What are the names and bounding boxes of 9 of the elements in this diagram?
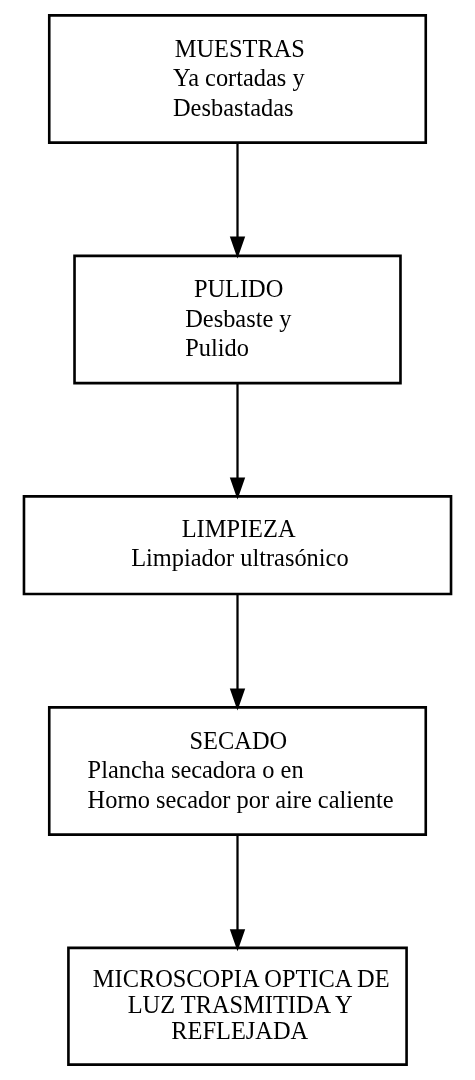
node-box: LIMPIEZA Limpiador ultrasónico: [22, 495, 453, 596]
node-box: MUESTRAS Ya cortadas y Desbastadas: [47, 14, 428, 144]
arrow: [229, 143, 246, 259]
node-box: MICROSCOPIA OPTICA DE LUZ TRASMITIDA Y REFLEJADA: [67, 946, 408, 1066]
node-box: SECADO Plancha secadora o en Horno secador por aire caliente: [47, 706, 428, 836]
arrow: [229, 594, 246, 711]
arrow: [229, 383, 246, 500]
arrow: [229, 834, 246, 952]
node-box: PULIDO Desbaste y Pulido: [73, 254, 402, 385]
